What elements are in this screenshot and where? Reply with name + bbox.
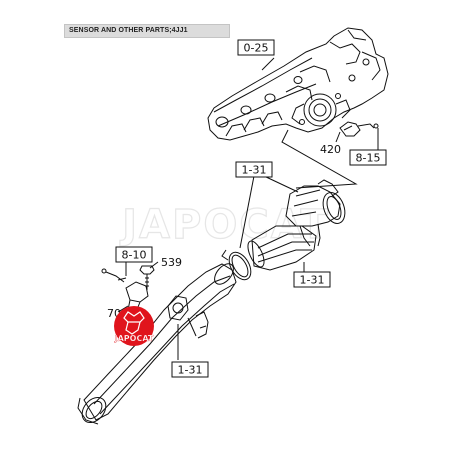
intake-manifold (207, 27, 389, 141)
diagram-header: SENSOR AND OTHER PARTS;4JJ1 (64, 24, 230, 38)
callout-8-15[interactable]: 8-15 (349, 149, 387, 166)
leader-lines-lower (117, 261, 179, 360)
lower-pipe (77, 263, 237, 425)
callout-1-31-bottom[interactable]: 1-31 (171, 361, 209, 378)
callout-1-31-bottom-label: 1-31 (178, 364, 203, 377)
callout-1-31-mid-label: 1-31 (300, 274, 325, 287)
callout-8-10[interactable]: 8-10 (115, 246, 153, 263)
watermark-badge-text: JAPOCAT (114, 334, 154, 343)
watermark-text: JAPOCAT (119, 202, 330, 248)
diagram-title: SENSOR AND OTHER PARTS;4JJ1 (69, 27, 188, 34)
leader-lines-middle (239, 175, 305, 272)
callout-0-25[interactable]: 0-25 (237, 39, 275, 56)
callout-0-25-label: 0-25 (244, 42, 269, 55)
leader-lines-top (261, 57, 379, 189)
callout-1-31-top[interactable]: 1-31 (235, 161, 273, 178)
callout-8-15-label: 8-15 (356, 152, 381, 165)
callout-420[interactable]: 420 (320, 143, 341, 156)
sensor-assembly (101, 265, 155, 313)
upper-hose (285, 179, 346, 247)
watermark-badge: JAPOCAT (113, 306, 154, 346)
callout-539[interactable]: 539 (161, 256, 182, 269)
middle-hose (221, 225, 317, 281)
callout-1-31-mid[interactable]: 1-31 (293, 271, 331, 288)
callout-1-31-top-label: 1-31 (242, 164, 267, 177)
callout-8-10-label: 8-10 (122, 249, 147, 262)
